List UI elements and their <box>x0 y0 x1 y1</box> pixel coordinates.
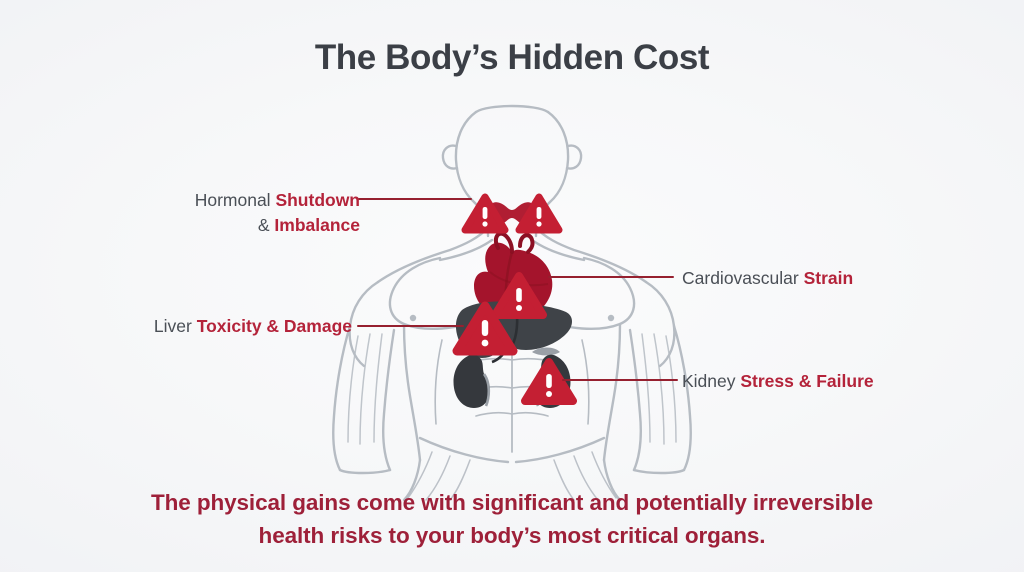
chest-mark-right <box>607 314 615 322</box>
footer-caption-line-2: health risks to your body’s most critica… <box>258 523 766 549</box>
callout-cardiovascular-line1: Cardiovascular Strain <box>682 266 982 291</box>
leader-line-cardiovascular <box>548 276 674 278</box>
callout-kidney[interactable]: Kidney Stress & Failure <box>682 369 982 394</box>
callout-hormonal-plain: Hormonal <box>194 190 276 210</box>
callout-cardiovascular-highlight: Strain <box>803 268 854 288</box>
callout-kidney-plain: Kidney <box>682 371 741 391</box>
callout-liver-plain: Liver <box>153 316 197 336</box>
callout-hormonal-highlight: Shutdown <box>275 190 360 210</box>
warning-triangle-thyroid-left <box>461 193 509 234</box>
torso-right <box>602 322 622 462</box>
callout-hormonal-plain-2: & <box>257 214 275 235</box>
torso-left <box>402 322 422 462</box>
clavicle-right <box>530 238 586 262</box>
arm-right-outer <box>672 324 692 472</box>
neck-shoulders <box>376 226 490 284</box>
warning-triangle-liver <box>452 301 518 356</box>
leader-line-liver <box>357 325 464 327</box>
callout-cardiovascular[interactable]: Cardiovascular Strain <box>682 266 982 291</box>
deltoid-left <box>348 280 380 368</box>
warning-triangle-kidney <box>521 358 577 405</box>
inguinal-left <box>418 436 510 464</box>
callout-hormonal-highlight-2: Imbalance <box>274 214 360 235</box>
callout-liver[interactable]: Liver Toxicity & Damage <box>60 314 352 339</box>
leader-line-hormonal <box>358 198 472 200</box>
callout-kidney-highlight: Stress & Failure <box>740 371 874 391</box>
warning-triangles <box>452 193 577 405</box>
callout-hormonal[interactable]: Hormonal Shutdown & Imbalance <box>70 188 360 238</box>
arm-right-inner <box>628 328 642 472</box>
callout-liver-highlight: Toxicity & Damage <box>196 316 352 336</box>
arm-left-outer <box>332 324 352 472</box>
callout-cardiovascular-plain: Cardiovascular <box>682 268 804 288</box>
thigh-right <box>602 458 622 502</box>
ear-left <box>441 144 459 170</box>
ear-right <box>565 144 583 170</box>
adrenal-right <box>532 347 560 356</box>
arm-left-inner <box>382 328 396 472</box>
footer-caption-line-1: The physical gains come with significant… <box>150 490 874 515</box>
page-title: The Body’s Hidden Cost <box>314 38 710 77</box>
callout-hormonal-line2: & Imbalance <box>70 213 360 238</box>
callout-liver-line1: Liver Toxicity & Damage <box>60 314 352 339</box>
inguinal-right <box>514 436 606 464</box>
clavicle-left <box>438 238 494 262</box>
thigh-left <box>402 458 422 502</box>
left-kidney <box>453 354 490 408</box>
warning-triangle-thyroid-right <box>515 193 563 234</box>
callout-hormonal-line1: Hormonal Shutdown <box>70 188 360 213</box>
footer-caption: The physical gains come with significant… <box>100 486 924 553</box>
chest-mark-left <box>409 314 417 322</box>
callout-kidney-line1: Kidney Stress & Failure <box>682 369 982 394</box>
deltoid-right <box>644 280 676 368</box>
warning-triangle-heart <box>491 272 547 319</box>
leader-line-kidney <box>562 379 678 381</box>
